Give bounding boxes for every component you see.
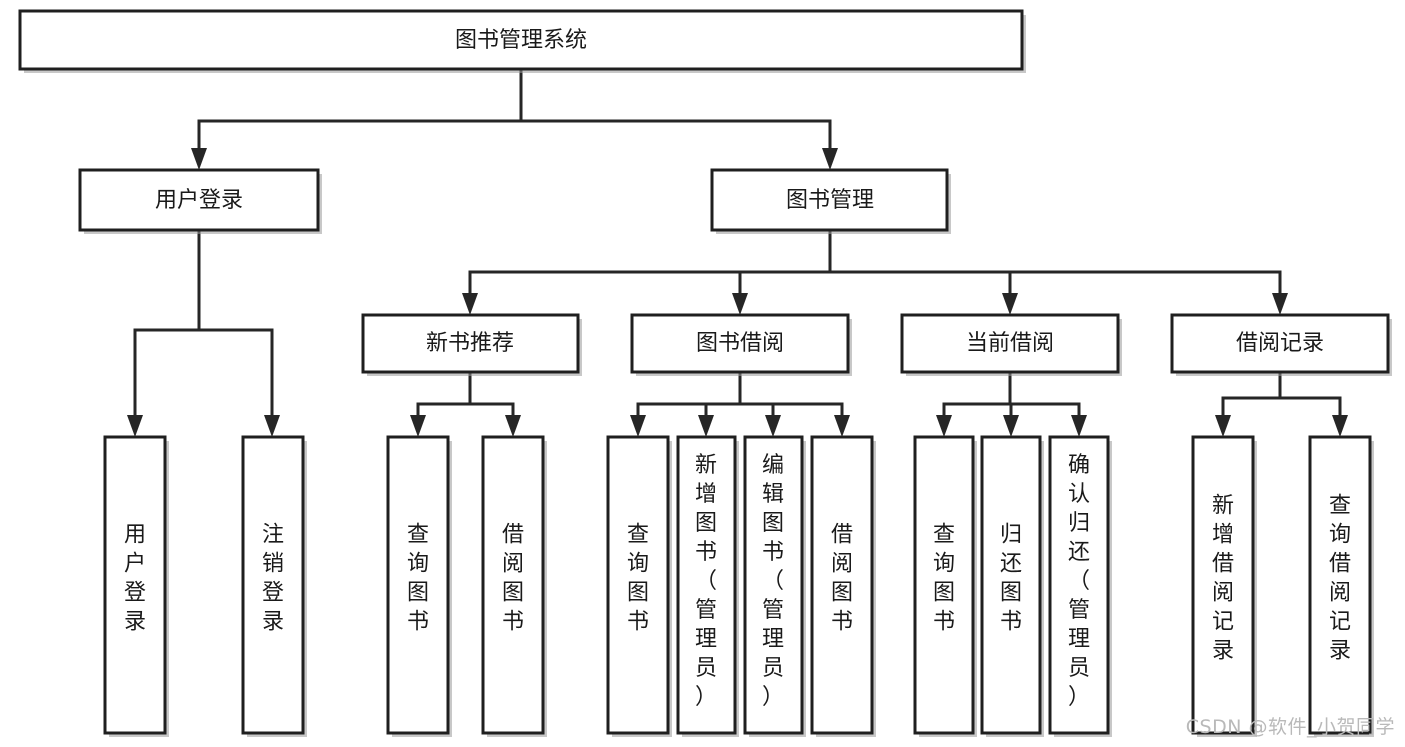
node-leaf-borrow-book-2-box [810,435,874,735]
connector-group-current-borrow [936,373,1087,437]
arrow-user-login-to-leaf2 [264,415,280,437]
node-book-borrow-box [630,313,850,374]
node-leaf-query-book-2[interactable]: 查询图书 [606,435,672,737]
connector-group-root [191,67,838,170]
node-leaf-add-record[interactable]: 新增借阅记录 [1191,435,1257,737]
node-current-borrow[interactable]: 当前借阅 [900,313,1122,376]
node-book-manage-box [710,168,949,232]
node-borrow-record-box [1170,313,1390,374]
node-leaf-logout-login-label: 注销登录 [262,523,284,635]
node-leaf-query-book-3[interactable]: 查询图书 [913,435,977,737]
node-leaf-user-login-box [103,435,167,735]
node-book-manage[interactable]: 图书管理 [710,168,951,234]
arrow-br-to-leaf1 [1215,415,1231,437]
node-leaf-user-login-label: 用户登录 [124,523,146,635]
node-leaf-borrow-book-1-label: 借阅图书 [502,523,524,635]
node-leaf-return-book-label: 归还图书 [1000,523,1022,635]
node-leaf-add-book-label: 新增图书（管理员） [695,453,717,710]
node-leaf-user-login[interactable]: 用户登录 [103,435,169,737]
node-leaf-logout-login-box [241,435,305,735]
node-leaf-query-book-1-label: 查询图书 [407,523,429,635]
arrow-bm-to-borrowrecord [1272,293,1288,315]
node-leaf-add-book-box [676,435,737,735]
connector-group-book-borrow [630,373,850,437]
arrow-nbr-to-leaf1 [410,415,426,437]
node-leaf-query-record[interactable]: 查询借阅记录 [1308,435,1374,737]
arrow-br-to-leaf2 [1332,415,1348,437]
node-leaf-edit-book-box [743,435,804,735]
connector-group-book-manage [462,230,1288,315]
node-borrow-record-label: 借阅记录 [1236,331,1324,356]
node-leaf-borrow-book-1[interactable]: 借阅图书 [481,435,547,737]
arrow-bm-to-currentborrow [1002,293,1018,315]
watermark-label: CSDN @软件_小贺同学 [1185,716,1395,738]
arrow-bb-to-leaf4 [834,415,850,437]
node-borrow-record[interactable]: 借阅记录 [1170,313,1392,376]
node-root-box [18,9,1024,71]
node-leaf-confirm-return[interactable]: 确认归还（管理员） [1048,435,1112,737]
node-leaf-return-book[interactable]: 归还图书 [980,435,1044,737]
arrow-bb-to-leaf2 [698,415,714,437]
node-leaf-edit-book-label: 编辑图书（管理员） [762,453,784,710]
node-leaf-edit-book[interactable]: 编辑图书（管理员） [743,435,806,737]
node-leaf-query-record-box [1308,435,1372,735]
connector-group-user-login [127,230,280,437]
node-book-borrow[interactable]: 图书借阅 [630,313,852,376]
arrow-cb-to-leaf2 [1003,415,1019,437]
node-leaf-add-record-box [1191,435,1255,735]
arrow-bm-to-bookborrow [732,293,748,315]
node-leaf-borrow-book-2-label: 借阅图书 [831,523,853,635]
arrow-cb-to-leaf1 [936,415,952,437]
node-new-book-recommend[interactable]: 新书推荐 [361,313,582,376]
arrow-bb-to-leaf1 [630,415,646,437]
node-leaf-query-book-1-box [386,435,450,735]
node-leaf-query-record-label: 查询借阅记录 [1329,494,1351,664]
node-leaf-query-book-1[interactable]: 查询图书 [386,435,452,737]
node-new-book-recommend-label: 新书推荐 [426,331,514,356]
node-book-borrow-label: 图书借阅 [696,331,784,356]
node-leaf-query-book-3-label: 查询图书 [933,523,955,635]
arrow-root-to-book-manage [822,148,838,170]
node-user-login-label: 用户登录 [155,188,243,213]
node-leaf-add-book[interactable]: 新增图书（管理员） [676,435,739,737]
node-current-borrow-label: 当前借阅 [966,331,1054,356]
node-leaf-confirm-return-box [1048,435,1110,735]
node-leaf-query-book-2-box [606,435,670,735]
node-book-manage-label: 图书管理 [786,188,874,213]
arrow-user-login-to-leaf1 [127,415,143,437]
node-leaf-add-record-label: 新增借阅记录 [1212,494,1234,664]
node-current-borrow-box [900,313,1120,374]
node-root[interactable]: 图书管理系统 [18,9,1026,73]
arrow-root-to-user-login [191,148,207,170]
node-root-label: 图书管理系统 [455,28,587,53]
node-leaf-return-book-box [980,435,1042,735]
node-user-login-box [78,168,320,232]
node-leaf-confirm-return-label: 确认归还（管理员） [1068,453,1090,710]
arrow-cb-to-leaf3 [1071,415,1087,437]
node-leaf-query-book-3-box [913,435,975,735]
node-leaf-borrow-book-2[interactable]: 借阅图书 [810,435,876,737]
connector-group-borrow-record [1215,373,1348,437]
node-leaf-logout-login[interactable]: 注销登录 [241,435,307,737]
arrow-nbr-to-leaf2 [505,415,521,437]
node-user-login[interactable]: 用户登录 [78,168,322,234]
arrow-bb-to-leaf3 [765,415,781,437]
node-leaf-query-book-2-label: 查询图书 [627,523,649,635]
connector-group-new-book-recommend [410,373,521,437]
node-leaf-borrow-book-1-box [481,435,545,735]
node-new-book-recommend-box [361,313,580,374]
arrow-bm-to-newbook [462,293,478,315]
